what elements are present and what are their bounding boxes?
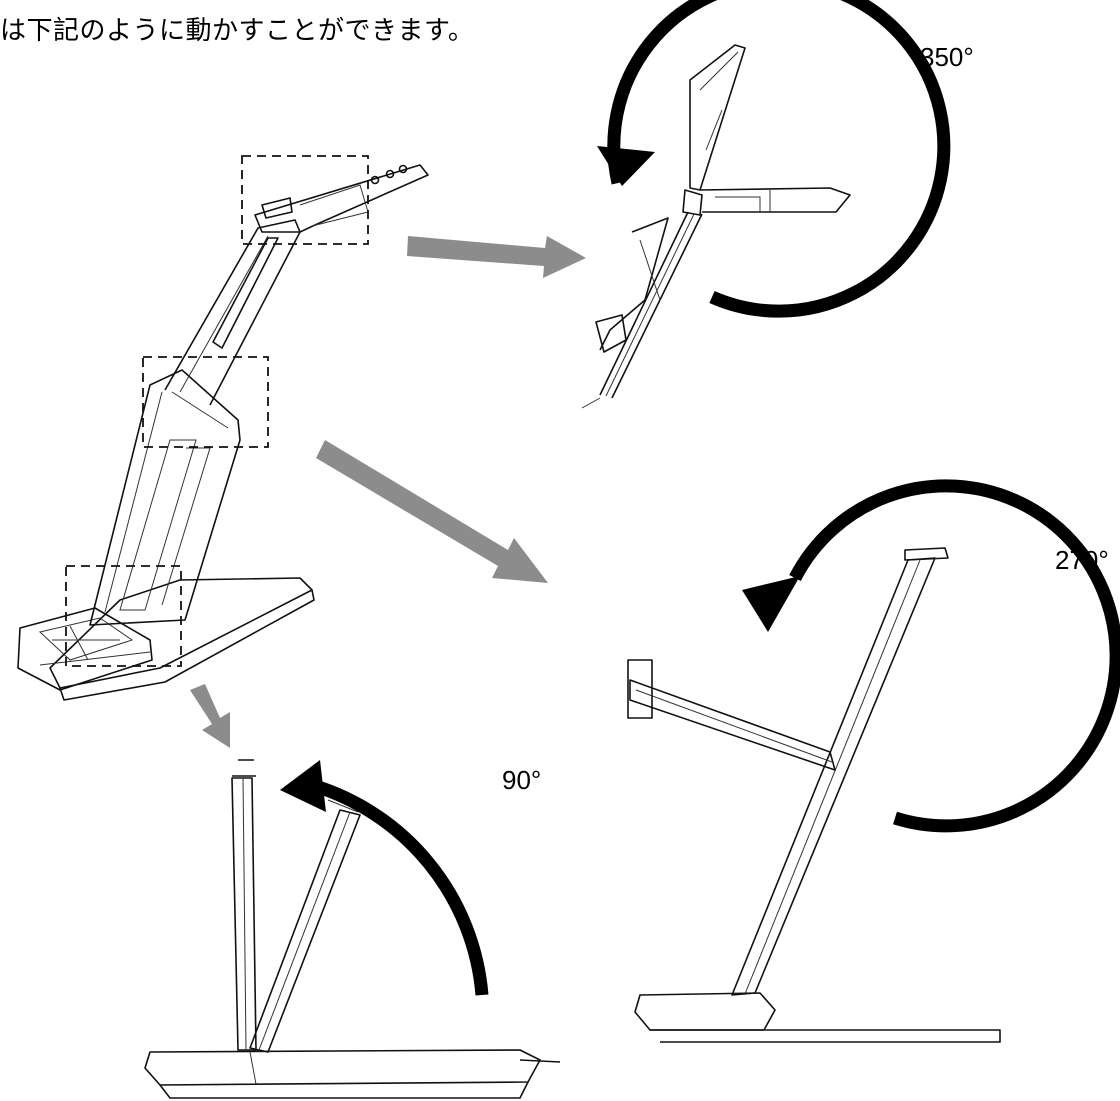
pointer-arrow-to-middle [316,440,548,583]
angle-label-90: 90° [502,765,542,795]
head-rotation-view [581,0,951,409]
document-camera-folded-view [17,155,429,701]
pointer-arrow-to-head [407,236,586,278]
base-rotation-view [144,759,561,1099]
arm-rotation-view [627,479,1120,1043]
pointer-arrow-to-base [190,684,230,748]
caption-text: は下記のように動かすことができます。 [0,16,475,46]
